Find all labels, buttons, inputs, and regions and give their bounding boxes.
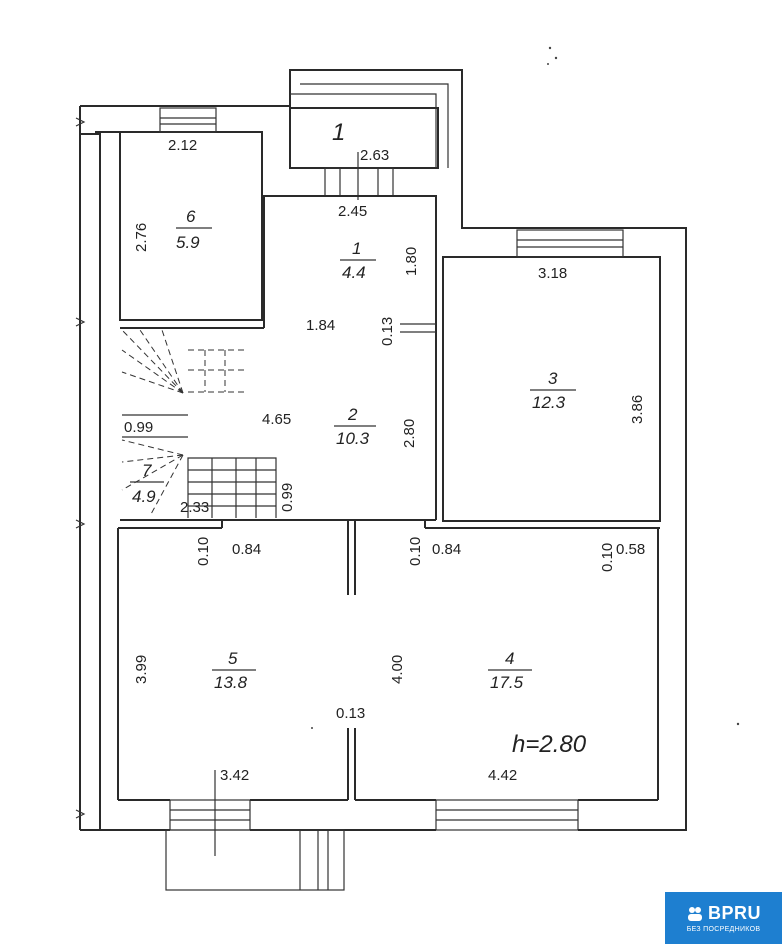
badge-brand-text: BPRU xyxy=(707,903,761,923)
room-7-area: 4.9 xyxy=(132,487,156,506)
room-3-area: 12.3 xyxy=(532,393,566,412)
dim-3-99: 3.99 xyxy=(133,655,150,684)
dim-4-65: 4.65 xyxy=(262,411,291,428)
ceiling-height-note: h=2.80 xyxy=(512,731,587,758)
dim-2-63: 2.63 xyxy=(360,147,389,164)
dim-0-99-a: 0.99 xyxy=(124,419,153,436)
dim-0-99-b: 0.99 xyxy=(279,483,296,512)
dim-4-00: 4.00 xyxy=(389,655,406,684)
room-1-area: 4.4 xyxy=(342,263,366,282)
room-4-number: 4 xyxy=(505,649,514,668)
lower-rooms xyxy=(117,228,687,891)
dim-2-33: 2.33 xyxy=(180,499,209,516)
dimension-labels: 2.12 2.76 2.63 2.45 1.80 1.84 0.13 3.18 … xyxy=(124,137,646,784)
dim-4-42: 4.42 xyxy=(488,767,517,784)
dim-2-80: 2.80 xyxy=(401,419,418,448)
room-2-number: 2 xyxy=(347,405,358,424)
badge-brand: BPRU xyxy=(686,903,761,924)
dim-0-84-b: 0.84 xyxy=(432,541,461,558)
scan-specks xyxy=(311,46,740,729)
dim-3-18: 3.18 xyxy=(538,265,567,282)
room-1-number: 1 xyxy=(352,239,361,258)
dim-2-12: 2.12 xyxy=(168,137,197,154)
room-labels: 1 6 5.9 1 4.4 2 10.3 3 12.3 7 4.9 5 13.8… xyxy=(130,119,587,758)
watermark-badge: BPRU БЕЗ ПОСРЕДНИКОВ xyxy=(665,892,782,944)
dim-1-84: 1.84 xyxy=(306,317,335,334)
room-4-area: 17.5 xyxy=(490,673,524,692)
dim-0-58: 0.58 xyxy=(616,541,645,558)
dim-0-10-c: 0.10 xyxy=(599,543,616,572)
room-3-outline xyxy=(442,256,661,522)
porch xyxy=(289,83,449,200)
people-icon xyxy=(687,906,702,921)
dim-1-80: 1.80 xyxy=(403,247,420,276)
badge-tagline: БЕЗ ПОСРЕДНИКОВ xyxy=(686,926,761,933)
room-6-area: 5.9 xyxy=(176,233,200,252)
stairs xyxy=(120,327,436,521)
room-6-number: 6 xyxy=(186,207,196,226)
room-2-area: 10.3 xyxy=(336,429,370,448)
outer-walls xyxy=(75,69,687,831)
room-5-number: 5 xyxy=(228,649,238,668)
dim-3-86: 3.86 xyxy=(629,395,646,424)
dim-2-76: 2.76 xyxy=(133,223,150,252)
dim-0-10-b: 0.10 xyxy=(407,537,424,566)
room-1-outline xyxy=(263,195,437,520)
dim-3-42: 3.42 xyxy=(220,767,249,784)
dim-0-13-a: 0.13 xyxy=(379,317,396,346)
room-5-area: 13.8 xyxy=(214,673,248,692)
room-7-number: 7 xyxy=(142,461,152,480)
dim-0-13-b: 0.13 xyxy=(336,705,365,722)
porch-label: 1 xyxy=(332,119,345,146)
dim-2-45: 2.45 xyxy=(338,203,367,220)
dim-0-10-a: 0.10 xyxy=(195,537,212,566)
dim-0-84-a: 0.84 xyxy=(232,541,261,558)
room-3-number: 3 xyxy=(548,369,558,388)
